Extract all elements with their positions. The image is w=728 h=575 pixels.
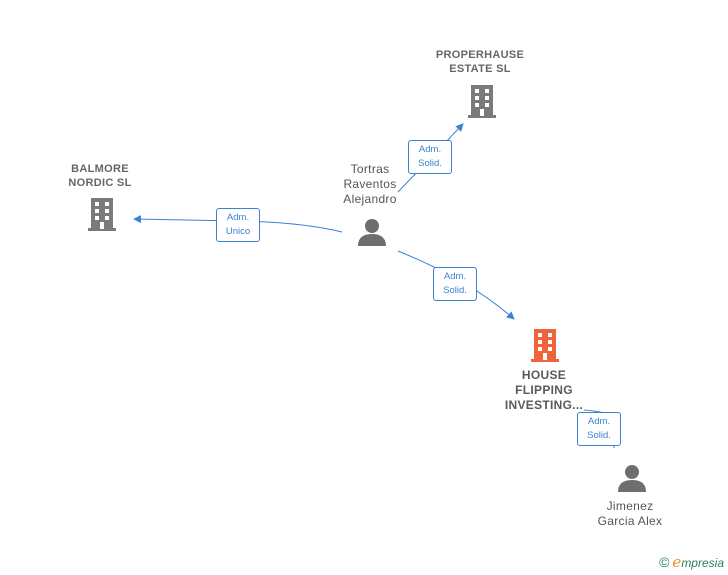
edge-label-adm-unico[interactable]: Adm. Unico [216,208,260,242]
balmore-nordic-label[interactable]: BALMORE NORDIC SL [68,163,132,189]
edge-label-adm-solid[interactable]: Adm. Solid. [408,140,452,174]
tortras-raventos-label[interactable]: Tortras Raventos Alejandro [343,162,397,206]
empresia-logo-text: mpresia [681,556,724,570]
person-icon[interactable] [357,217,387,247]
building-icon[interactable] [466,84,498,118]
house-flipping-label[interactable]: HOUSE FLIPPING INVESTING... [504,368,584,412]
building-icon[interactable] [529,328,561,362]
edge-label-adm-solid[interactable]: Adm. Solid. [577,412,621,446]
jimenez-garcia-label[interactable]: Jimenez Garcia Alex [597,499,663,528]
copyright-symbol: © [659,554,670,570]
properhause-estate-label[interactable]: PROPERHAUSE ESTATE SL [435,49,525,75]
edge-label-adm-solid[interactable]: Adm. Solid. [433,267,477,301]
person-icon[interactable] [617,463,647,493]
building-icon[interactable] [86,197,118,231]
empresia-footer[interactable]: ©empresia [659,553,724,571]
empresia-logo-initial: e [672,553,682,571]
